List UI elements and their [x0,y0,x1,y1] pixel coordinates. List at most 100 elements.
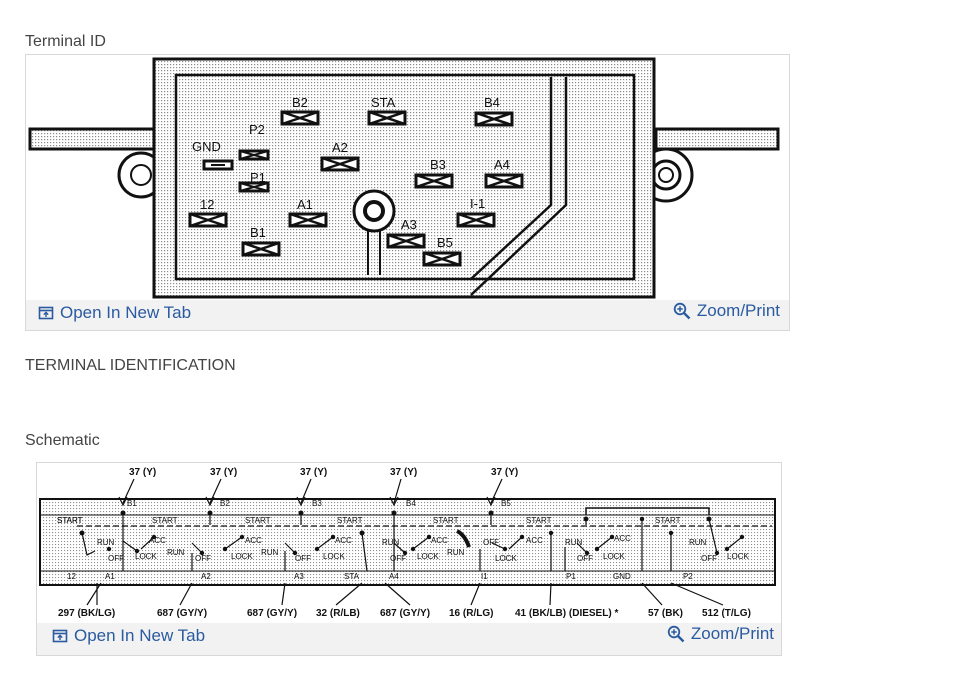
bottom-wire-6: 16 (R/LG) [449,608,493,619]
bottom-wire-7: 41 (BK/LB) (DIESEL) * [515,608,618,619]
label-p1: P1 [250,170,266,185]
terminal-p1 [238,181,270,193]
label-a3: A3 [401,217,417,232]
start-label-left: START [57,516,83,525]
svg-text:LOCK: LOCK [417,552,439,561]
label-b3: B3 [430,157,446,172]
terminal-id-card: B2 STA B4 P2 GND A2 B3 A4 P1 12 A1 I-1 B… [25,54,790,331]
svg-text:RUN: RUN [261,548,279,557]
top-wire-4: 37 (Y) [390,467,417,478]
terminal-a3 [386,233,426,249]
zoom-print-link-1[interactable]: Zoom/Print [673,301,780,321]
label-b1: B1 [250,225,266,240]
svg-text:ACC: ACC [335,536,352,545]
svg-text:OFF: OFF [577,554,593,563]
top-wire-1: 37 (Y) [129,467,156,478]
terminal-b2 [280,110,320,126]
open-in-new-tab-link-1[interactable]: Open In New Tab [38,303,191,323]
svg-text:LOCK: LOCK [135,552,157,561]
zoom-icon [667,625,685,643]
bottom-terminal-a4: A4 [389,572,399,581]
bottom-wire-2: 687 (GY/Y) [157,608,207,619]
svg-text:OFF: OFF [701,554,717,563]
zoom-print-link-2[interactable]: Zoom/Print [667,624,774,644]
svg-text:OFF: OFF [295,554,311,563]
svg-text:LOCK: LOCK [231,552,253,561]
terminal-a1 [288,212,328,228]
bottom-wire-4: 32 (R/LB) [316,608,360,619]
terminal-identification-caption: TERMINAL IDENTIFICATION [25,357,236,374]
top-terminal-b5: B5 [501,499,511,508]
bottom-wire-8: 57 (BK) [648,608,683,619]
switch-group-4: START RUN OFF ACC LOCK RUN [382,510,471,571]
svg-text:START: START [152,516,178,525]
bottom-wire-9: 512 (T/LG) [702,608,751,619]
top-wire-2: 37 (Y) [210,467,237,478]
svg-text:RUN: RUN [689,538,707,547]
terminal-id-heading: Terminal ID [25,33,106,50]
svg-text:RUN: RUN [447,548,465,557]
switch-group-5: START OFF ACC LOCK [479,510,554,571]
switch-group-7: START RUN OFF LOCK [655,516,749,571]
terminal-sta [367,110,407,126]
zoom-print-label: Zoom/Print [690,624,774,643]
open-in-new-tab-link-2[interactable]: Open In New Tab [52,626,205,646]
label-b2: B2 [292,95,308,110]
svg-text:START: START [526,516,552,525]
zoom-print-label: Zoom/Print [696,301,780,320]
svg-text:ACC: ACC [526,536,543,545]
svg-text:START: START [433,516,459,525]
terminal-12 [188,212,228,228]
svg-text:OFF: OFF [108,554,124,563]
label-sta: STA [371,95,396,110]
svg-text:RUN: RUN [382,538,400,547]
bottom-terminal-12: 12 [67,572,76,581]
label-b5: B5 [437,235,453,250]
label-b4: B4 [484,95,500,110]
label-p2: P2 [249,122,265,137]
bottom-terminal-i1: I1 [481,572,488,581]
terminal-p2 [238,149,270,161]
schematic-heading: Schematic [25,432,100,449]
bottom-wire-1: 297 (BK/LG) [58,608,115,619]
open-in-new-tab-label: Open In New Tab [60,303,192,322]
terminal-b1 [241,241,281,257]
bottom-terminal-a2: A2 [201,572,211,581]
label-gnd: GND [192,139,221,154]
terminal-id-diagram: B2 STA B4 P2 GND A2 B3 A4 P1 12 A1 I-1 B… [26,55,789,300]
switch-group-3: START OFF ACC LOCK [284,510,368,572]
svg-text:START: START [57,516,83,525]
svg-text:ACC: ACC [245,536,262,545]
top-wire-5: 37 (Y) [491,467,518,478]
svg-text:OFF: OFF [195,554,211,563]
label-i1: I-1 [470,196,485,211]
top-terminal-b1: B1 [127,499,137,508]
zoom-icon [673,302,691,320]
switch-group-6: RUN OFF ACC LOCK [564,516,645,571]
terminal-i1 [456,212,496,228]
terminal-gnd [202,159,234,171]
bottom-terminal-a1: A1 [105,572,115,581]
open-new-tab-icon [52,629,68,643]
terminal-a4 [484,173,524,189]
svg-text:START: START [337,516,363,525]
svg-text:OFF: OFF [483,538,499,547]
svg-text:ACC: ACC [431,536,448,545]
terminal-b3 [414,173,454,189]
bottom-terminal-a3: A3 [294,572,304,581]
top-wire-3: 37 (Y) [300,467,327,478]
svg-text:RUN: RUN [167,548,185,557]
terminal-b4 [474,111,514,127]
svg-text:LOCK: LOCK [727,552,749,561]
terminal-a2 [320,156,360,172]
top-terminal-b4: B4 [406,499,416,508]
top-terminal-b3: B3 [312,499,322,508]
svg-text:ACC: ACC [149,536,166,545]
bottom-terminal-p1: P1 [566,572,576,581]
switch-group-2: START OFF ACC LOCK RUN [191,510,279,571]
bottom-terminal-sta: STA [344,572,360,581]
svg-text:RUN: RUN [565,538,583,547]
svg-text:RUN: RUN [97,538,115,547]
bottom-terminal-gnd: GND [613,572,631,581]
top-terminal-b2: B2 [220,499,230,508]
